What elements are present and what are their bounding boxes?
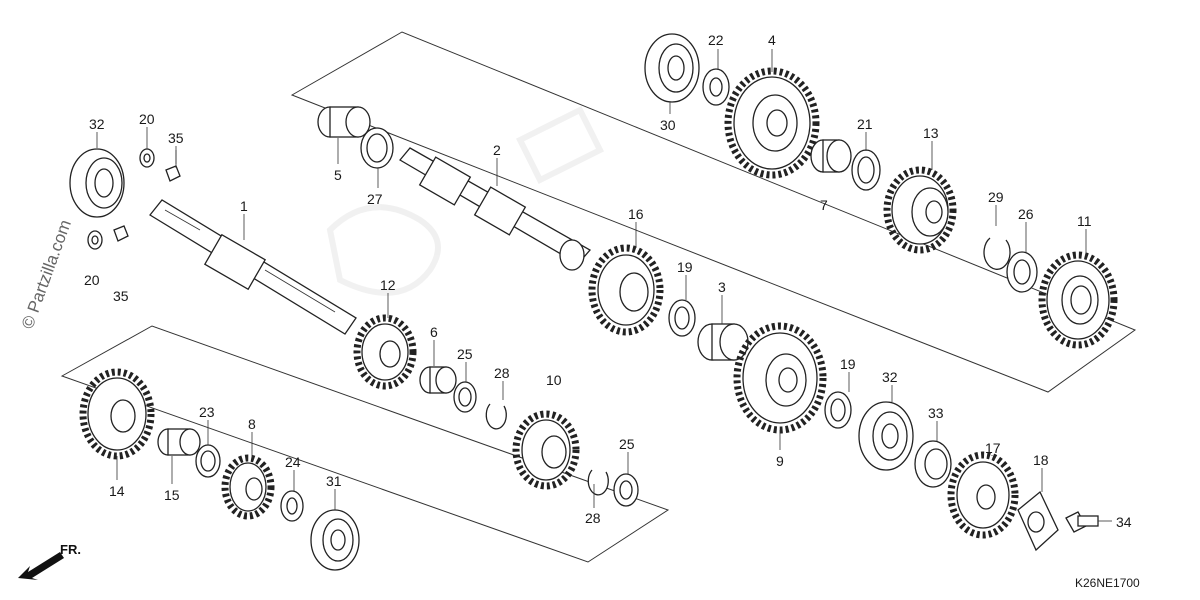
bolt-35-lower (113, 225, 129, 242)
callout-label: 15 (164, 487, 180, 503)
oil-seal-33 (914, 440, 952, 488)
bearing-30 (644, 33, 700, 103)
callout-label: 28 (585, 510, 601, 526)
callout-label: 12 (380, 277, 396, 293)
callout-label: 3 (718, 279, 726, 295)
callout-label: 9 (776, 453, 784, 469)
callout-label: 18 (1033, 452, 1049, 468)
callout-label: 16 (628, 206, 644, 222)
callout-label: 22 (708, 32, 724, 48)
callout-label: 35 (168, 130, 184, 146)
gear-4 (724, 67, 820, 179)
callout-label: 13 (923, 125, 939, 141)
callout-label: 25 (619, 436, 635, 452)
callout-label: 7 (820, 197, 828, 213)
callout-label: 1 (240, 198, 248, 214)
lower-assembly-frame (60, 325, 670, 563)
callout-label: 8 (248, 416, 256, 432)
washer-21 (851, 149, 881, 191)
gear-11 (1038, 251, 1118, 349)
callout-label: 2 (493, 142, 501, 158)
background-watermark-glyph (326, 105, 605, 296)
callout-label: 33 (928, 405, 944, 421)
fixing-plate-18 (1017, 490, 1059, 552)
callout-label: 20 (84, 272, 100, 288)
circlip-28-lower (587, 469, 609, 496)
callout-label: 29 (988, 189, 1004, 205)
washer-19-lower (824, 391, 852, 429)
callout-label: 30 (660, 117, 676, 133)
mainshaft-1 (149, 199, 357, 335)
front-label: FR. (60, 542, 81, 557)
sprocket-17 (947, 451, 1019, 539)
washer-24 (280, 490, 304, 522)
bearing-31 (310, 509, 360, 571)
callout-label: 10 (546, 372, 562, 388)
callout-label: 23 (199, 404, 215, 420)
callout-label: 6 (430, 324, 438, 340)
front-direction-arrow-icon (18, 552, 64, 580)
watermark-text: © Partzilla.com (18, 217, 75, 331)
washer-23 (195, 444, 221, 478)
needle-bearing-5 (317, 106, 371, 138)
washer-20-lower (87, 230, 103, 250)
callout-label: 17 (985, 440, 1001, 456)
callout-label: 21 (857, 116, 873, 132)
washer-19-upper (668, 299, 696, 337)
circlip-28-upper (485, 403, 507, 430)
gear-13 (883, 166, 957, 254)
callout-label: 19 (840, 356, 856, 372)
bearing-32-top (69, 148, 125, 218)
washer-22 (702, 68, 730, 106)
callout-label: 26 (1018, 206, 1034, 222)
countershaft-2 (399, 147, 592, 271)
splined-washer-25-upper (453, 381, 477, 413)
callout-label: 31 (326, 473, 342, 489)
upper-assembly-frame (290, 31, 1137, 393)
callout-label: 32 (882, 369, 898, 385)
callout-label: 5 (334, 167, 342, 183)
callout-label: 4 (768, 32, 776, 48)
gear-8 (221, 454, 275, 520)
callout-labels: 32 20 35 20 35 1 5 27 2 30 22 4 7 21 13 … (84, 32, 1132, 530)
callout-label: 25 (457, 346, 473, 362)
callout-label: 35 (113, 288, 129, 304)
bearing-32-right (858, 401, 914, 471)
callout-leaders (96, 49, 1112, 522)
callout-label: 19 (677, 259, 693, 275)
bushing-6 (419, 366, 457, 394)
callout-label: 34 (1116, 514, 1132, 530)
gear-14 (79, 368, 155, 460)
callout-label: 28 (494, 365, 510, 381)
callout-label: 14 (109, 483, 125, 499)
washer-27 (360, 127, 394, 169)
diagram-code: K26NE1700 (1075, 576, 1140, 590)
needle-bearing-15 (157, 428, 201, 456)
gear-10 (512, 410, 580, 490)
gear-9 (733, 322, 827, 434)
bolt-35-top (165, 150, 181, 182)
callout-label: 11 (1077, 213, 1092, 229)
bushing-3 (697, 323, 749, 361)
callout-label: 20 (139, 111, 155, 127)
washer-20-top (139, 148, 155, 168)
callout-label: 27 (367, 191, 383, 207)
gear-12 (353, 314, 417, 390)
bolt-34 (1065, 511, 1099, 533)
gear-16 (588, 244, 664, 336)
splined-washer-25-lower (613, 473, 639, 507)
callout-label: 24 (285, 454, 301, 470)
circlip-29 (983, 237, 1011, 270)
callout-label: 32 (89, 116, 105, 132)
bushing-7 (810, 139, 852, 173)
splined-washer-26 (1006, 251, 1038, 293)
